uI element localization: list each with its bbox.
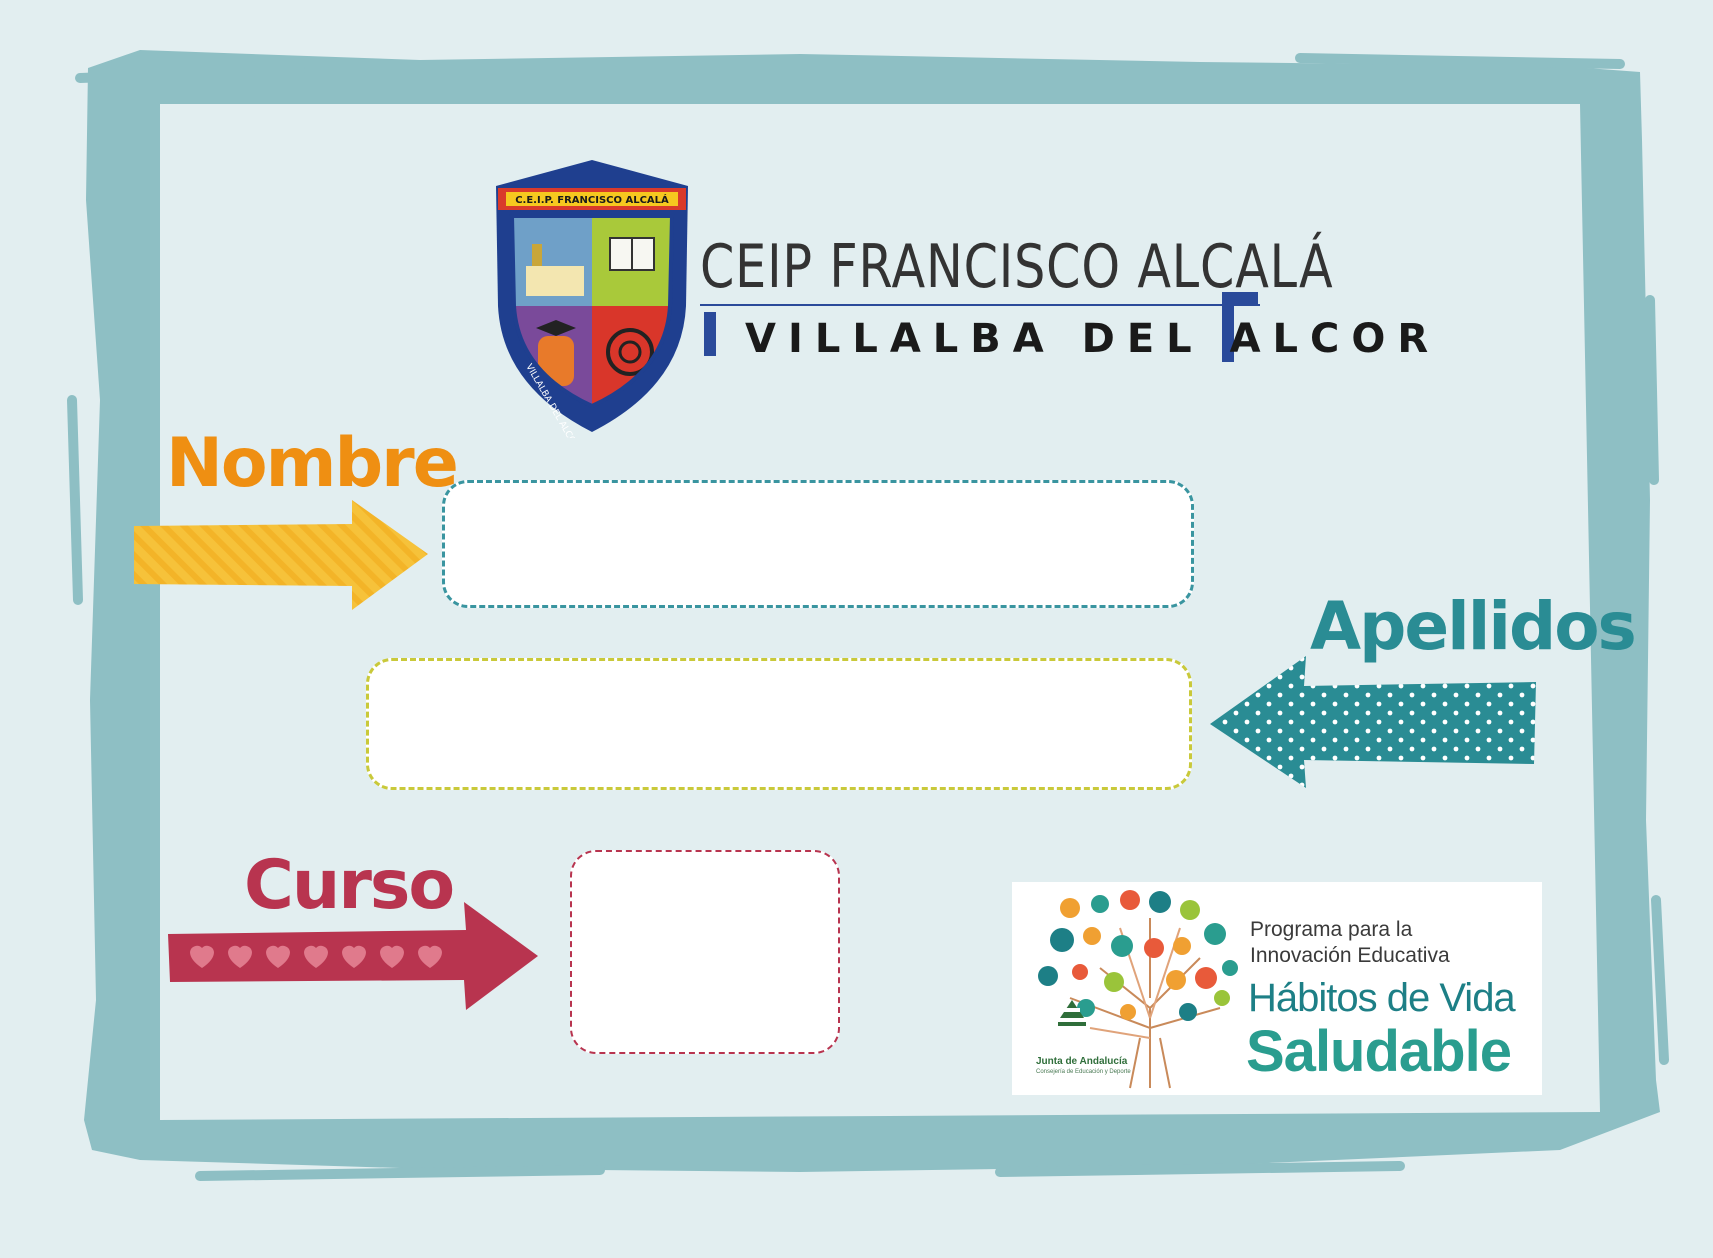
apellidos-label: Apellidos <box>1310 588 1637 665</box>
nombre-arrow-icon <box>134 500 428 610</box>
crest-banner-text: C.E.I.P. FRANCISCO ALCALÁ <box>515 193 669 206</box>
health-tree-icon <box>1038 890 1238 1089</box>
program-badge <box>1012 882 1542 1095</box>
school-name: CEIP FRANCISCO ALCALÁ <box>700 232 1334 302</box>
school-town: VILLALBA DEL ALCOR <box>745 316 1441 362</box>
junta-andalucia-logo <box>1058 1000 1086 1026</box>
school-bracket-right <box>1222 292 1234 362</box>
school-name-underline <box>700 304 1260 306</box>
apellidos-arrow-icon <box>1210 656 1536 788</box>
nombre-label: Nombre <box>166 424 459 503</box>
school-bracket-left <box>704 312 716 356</box>
apellidos-field[interactable] <box>366 658 1192 790</box>
junta-name: Junta de Andalucía <box>1036 1056 1128 1067</box>
program-title-saludable: Saludable <box>1246 1019 1512 1084</box>
curso-label: Curso <box>244 846 455 925</box>
curso-field[interactable] <box>570 850 840 1054</box>
program-title-habitos: Hábitos de Vida <box>1248 976 1516 1020</box>
junta-department: Consejería de Educación y Deporte <box>1036 1069 1131 1075</box>
school-crest-icon: C.E.I.P. FRANCISCO ALCALÁ VILLALBA DEL A… <box>496 160 688 438</box>
nombre-field[interactable] <box>442 480 1194 608</box>
program-line1: Programa para la <box>1250 918 1413 941</box>
school-bracket-top <box>1222 292 1258 304</box>
curso-arrow-icon <box>168 902 538 1010</box>
program-line2: Innovación Educativa <box>1250 944 1450 967</box>
